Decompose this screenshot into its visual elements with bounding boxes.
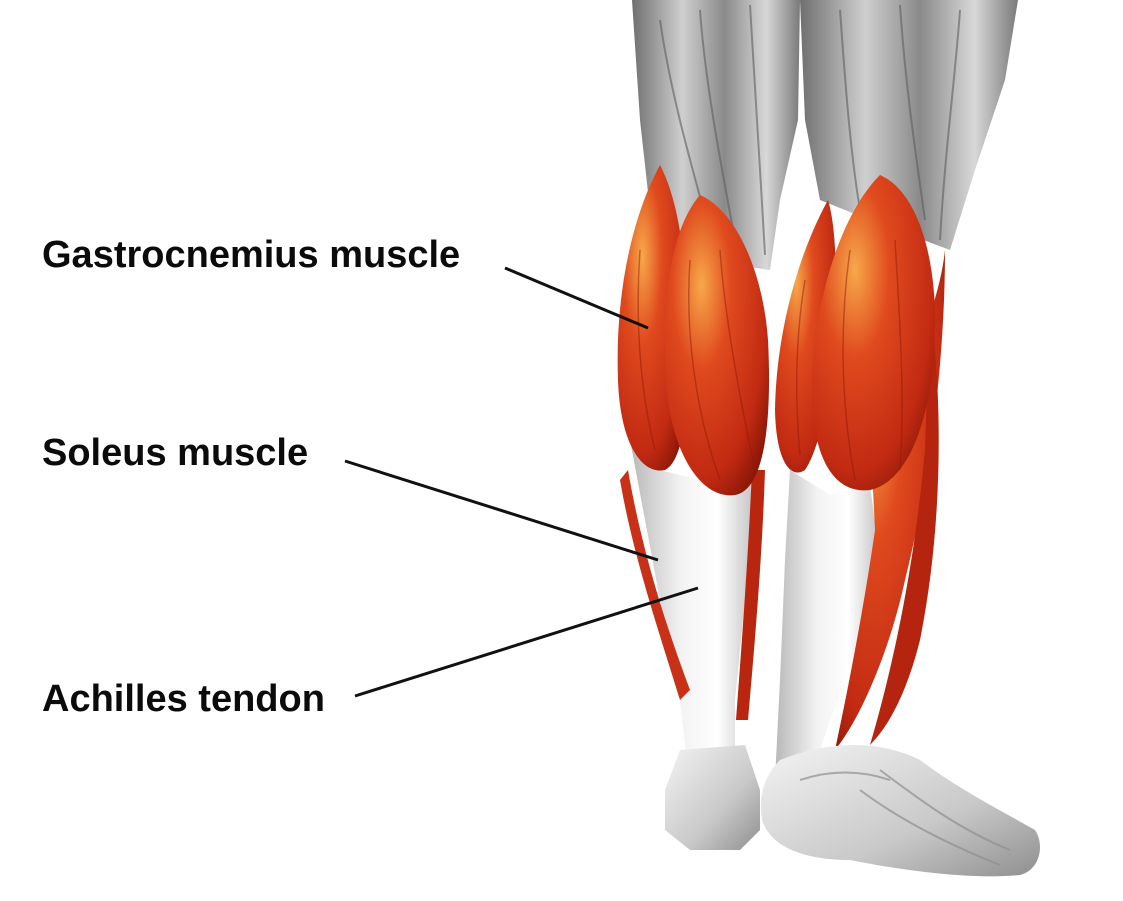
upper-legs [632, 0, 1018, 270]
achilles-label: Achilles tendon [42, 678, 325, 720]
achilles-leader-line [354, 586, 699, 698]
soleus-leader-line [344, 459, 659, 562]
gastrocnemius-muscles [617, 165, 935, 496]
leader-lines [344, 266, 699, 698]
left-lower-leg [620, 440, 765, 790]
feet [665, 745, 1040, 877]
gastrocnemius-leader-line [504, 266, 649, 330]
gastrocnemius-label: Gastrocnemius muscle [42, 234, 461, 276]
soleus-label: Soleus muscle [42, 432, 309, 474]
